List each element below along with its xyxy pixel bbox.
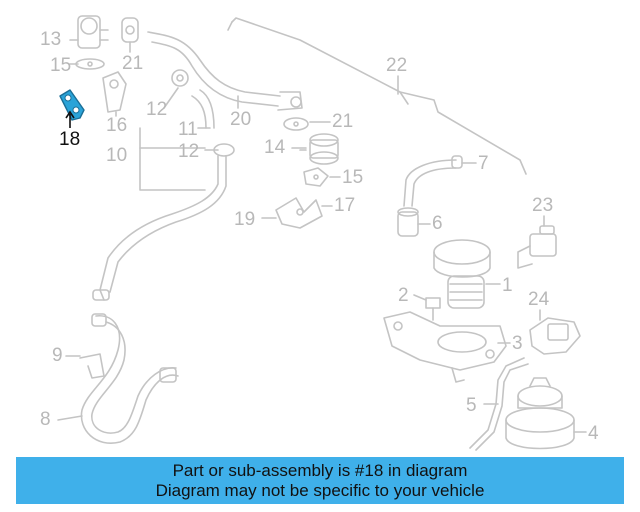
callout-15: 15 [50,55,72,76]
part-21-gasket-right [283,117,309,131]
callout-7: 7 [478,153,489,174]
part-24-bracket [529,317,581,355]
callout-15-right: 15 [342,167,364,188]
callout-1: 1 [502,275,513,296]
callout-5: 5 [466,395,477,416]
callout-12: 12 [146,99,168,120]
callout-4: 4 [588,423,599,444]
part-16-bracket [102,71,127,113]
part-13-valve [77,15,109,49]
part-8-hose [80,313,179,444]
callout-16: 16 [106,115,128,136]
part-21-gasket [121,17,139,43]
callout-18: 18 [59,129,81,150]
callout-14: 14 [264,137,286,158]
part-1-air-pump [433,239,491,309]
part-20-hose [147,31,303,111]
callout-3: 3 [512,333,523,354]
callout-2: 2 [398,285,409,306]
callout-17: 17 [334,195,356,216]
part-10-hose [92,155,227,301]
callout-22: 22 [386,55,408,76]
callout-24: 24 [528,289,550,310]
part-17-bracket [275,197,323,229]
part-2-bolt [425,297,441,321]
part-9-clip [79,353,105,379]
callout-21: 21 [122,53,144,74]
part-12-cap [171,69,189,87]
banner-background [16,457,624,504]
part-15-gasket-right [303,167,329,187]
callout-11: 11 [178,119,198,140]
banner-line-2: Diagram may not be specific to your vehi… [155,481,485,500]
part-5-line [469,357,529,451]
banner-line-1: Part or sub-assembly is #18 in diagram [172,461,468,480]
info-banner: Part or sub-assembly is #18 in diagram D… [16,457,624,504]
callout-19: 19 [234,209,256,230]
part-22-pipe [227,17,527,175]
part-23-module [517,225,557,269]
callout-23: 23 [532,195,554,216]
callout-9: 9 [52,345,63,366]
part-7-hose [403,155,463,207]
callout-21-right: 21 [332,111,354,132]
part-18-highlighted [59,89,85,128]
callout-12-lower: 12 [178,141,200,162]
callout-10: 10 [106,145,128,166]
part-3-bracket [383,311,507,383]
callout-13: 13 [40,29,62,50]
part-4-canister [505,377,575,450]
callout-20: 20 [230,109,252,130]
callout-6: 6 [432,213,443,234]
part-11-hose [191,89,215,129]
part-6-fitting [397,207,419,237]
part-15-gasket [75,58,105,70]
part-14-valve [299,133,339,165]
callout-8: 8 [40,409,51,430]
